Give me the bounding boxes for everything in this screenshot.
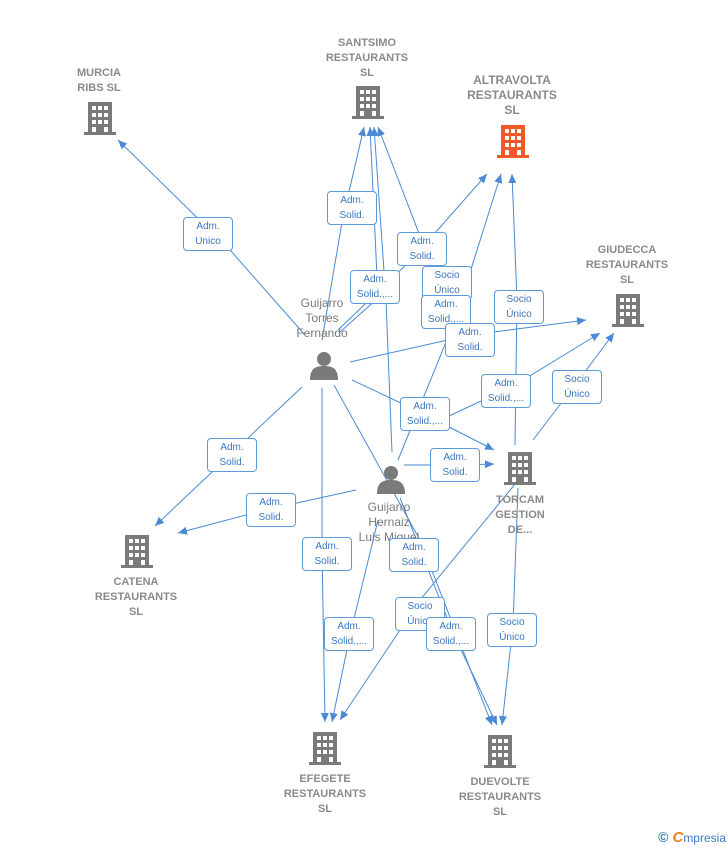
brand-name: mpresia (683, 831, 726, 845)
building-icon-murcia[interactable] (84, 102, 116, 135)
company-label-efegete[interactable]: EFEGETE RESTAURANTS SL (283, 773, 367, 815)
relation-label[interactable]: Adm. Solid.,... (481, 374, 531, 408)
relation-label[interactable]: Adm. Solid. (445, 323, 495, 357)
relation-label[interactable]: Socio Único (487, 613, 537, 647)
relation-label[interactable]: Adm. Solid.,... (324, 617, 374, 651)
copyright-icon: © (658, 829, 669, 845)
company-label-duevolte[interactable]: DUEVOLTE RESTAURANTS SL (458, 776, 542, 818)
company-label-santsimo[interactable]: SANTSIMO RESTAURANTS SL (325, 37, 409, 79)
company-label-giudecca[interactable]: GIUDECCA RESTAURANTS SL (585, 244, 669, 286)
person-label-fernando[interactable]: Guijarro Torres Fernando (296, 296, 348, 340)
nodes-layer (84, 86, 644, 768)
building-icon-efegete[interactable] (309, 732, 341, 765)
building-icon-santsimo[interactable] (352, 86, 384, 119)
building-icon-altravolta[interactable] (497, 125, 529, 158)
building-icon-duevolte[interactable] (484, 735, 516, 768)
relation-label[interactable]: Adm. Solid.,... (426, 617, 476, 651)
company-label-torcam[interactable]: TORCAM GESTION DE... (495, 494, 545, 536)
building-icon-giudecca[interactable] (612, 294, 644, 327)
relation-label[interactable]: Adm. Solid. (302, 537, 352, 571)
relation-label[interactable]: Socio Único (494, 290, 544, 324)
relation-label[interactable]: Adm. Solid. (246, 493, 296, 527)
company-label-catena[interactable]: CATENA RESTAURANTS SL (94, 576, 178, 618)
company-label-murcia[interactable]: MURCIA RIBS SL (77, 67, 121, 94)
relation-label[interactable]: Socio Único (422, 266, 472, 300)
relation-label[interactable]: Adm. Solid. (389, 538, 439, 572)
relation-label[interactable]: Adm. Solid. (397, 232, 447, 266)
relation-label[interactable]: Adm. Solid. (327, 191, 377, 225)
relation-label[interactable]: Adm. Solid.,... (400, 397, 450, 431)
relation-label[interactable]: Adm. Solid. (207, 438, 257, 472)
company-label-altravolta[interactable]: ALTRAVOLTA RESTAURANTS SL (467, 73, 557, 117)
relation-label[interactable]: Adm. Unico (183, 217, 233, 251)
building-icon-torcam[interactable] (504, 452, 536, 485)
building-icon-catena[interactable] (121, 535, 153, 568)
relation-label[interactable]: Adm. Solid. (430, 448, 480, 482)
brand-initial: C (672, 829, 684, 846)
footer-brand: ©Cmpresia (658, 829, 726, 846)
relation-label[interactable]: Adm. Solid.,... (350, 270, 400, 304)
person-icon-fernando[interactable] (310, 352, 338, 380)
relation-label[interactable]: Socio Único (552, 370, 602, 404)
